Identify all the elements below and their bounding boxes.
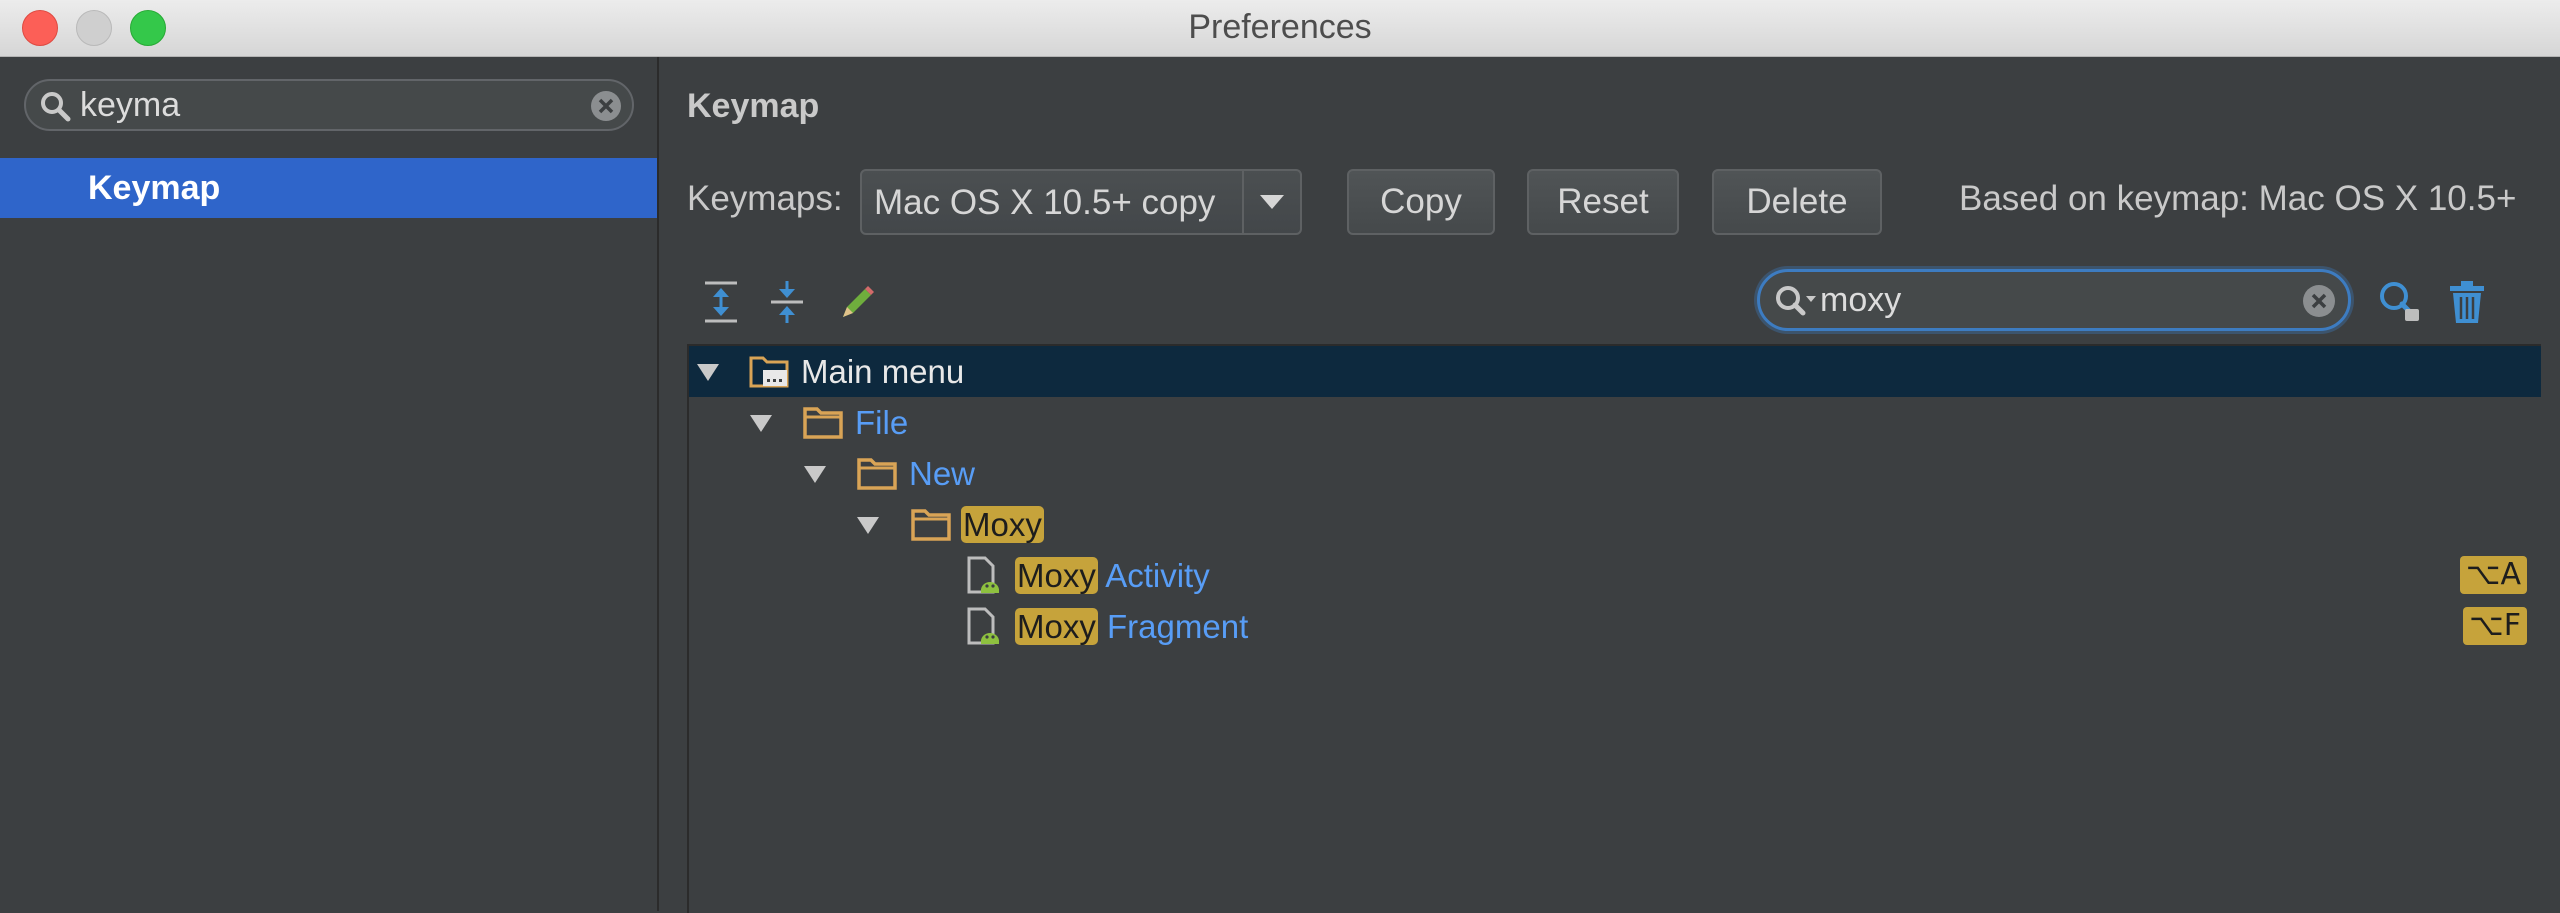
- trash-icon[interactable]: [2447, 279, 2487, 325]
- folder-icon: [857, 458, 897, 490]
- android-file-icon: [967, 556, 999, 594]
- tree-row-moxy-activity[interactable]: Moxy Activity ⌥A: [689, 550, 2541, 601]
- tree-row-label: New: [909, 455, 976, 492]
- tree-row-label: Main menu: [801, 353, 965, 390]
- tree-row-label: Moxy Fragment: [1015, 608, 1248, 646]
- sidebar: keyma Keymap: [0, 57, 659, 911]
- search-match-highlight: Moxy: [1015, 557, 1098, 594]
- window-title: Preferences: [1188, 8, 1372, 46]
- delete-button[interactable]: Delete: [1712, 169, 1882, 235]
- clear-filter-icon[interactable]: [2300, 282, 2338, 320]
- action-name: Activity: [1105, 557, 1210, 594]
- folder-icon: [911, 509, 951, 541]
- shortcut-filter-input[interactable]: moxy: [1820, 281, 1902, 319]
- search-match-highlight: Moxy: [961, 506, 1044, 543]
- pencil-icon[interactable]: [835, 279, 875, 325]
- keymap-panel: Keymap Keymaps: Mac OS X 10.5+ copy Copy…: [659, 57, 2560, 913]
- keymap-actions-tree[interactable]: Main menu File New M: [687, 344, 2541, 913]
- tree-row-new[interactable]: New: [689, 448, 2541, 499]
- shortcut-badge: ⌥A: [2459, 556, 2527, 594]
- tree-row-main-menu[interactable]: Main menu: [689, 346, 2541, 397]
- tree-row-moxy-fragment[interactable]: Moxy Fragment ⌥F: [689, 601, 2541, 652]
- sidebar-item-keymap[interactable]: Keymap: [0, 158, 657, 218]
- tree-row-label: Moxy Activity: [1015, 557, 1210, 595]
- shortcut-filter-field[interactable]: moxy: [1757, 269, 2351, 331]
- search-with-options-icon[interactable]: [1772, 282, 1820, 320]
- copy-button[interactable]: Copy: [1347, 169, 1495, 235]
- settings-search-field[interactable]: keyma: [24, 79, 634, 131]
- select-divider: [1242, 171, 1244, 233]
- chevron-down-icon[interactable]: [1260, 195, 1284, 209]
- expand-triangle-icon[interactable]: [697, 364, 719, 381]
- action-name: Fragment: [1107, 608, 1249, 645]
- maximize-window-button[interactable]: [130, 10, 166, 46]
- expand-triangle-icon[interactable]: [857, 517, 879, 534]
- shortcut-badge: ⌥F: [2463, 607, 2527, 645]
- tree-row-label: Moxy: [961, 506, 1044, 544]
- based-on-keymap-text: Based on keymap: Mac OS X 10.5+: [1959, 179, 2517, 218]
- tree-row-label: File: [855, 404, 909, 441]
- page-title: Keymap: [687, 87, 820, 125]
- reset-button[interactable]: Reset: [1527, 169, 1679, 235]
- title-bar: Preferences: [0, 0, 2560, 57]
- search-match-highlight: Moxy: [1015, 608, 1098, 645]
- android-file-icon: [967, 607, 999, 645]
- minimize-window-button[interactable]: [76, 10, 112, 46]
- expand-triangle-icon[interactable]: [750, 415, 772, 432]
- folder-icon: [803, 407, 843, 439]
- keymaps-label: Keymaps:: [687, 179, 843, 218]
- keymap-select[interactable]: Mac OS X 10.5+ copy: [860, 169, 1302, 235]
- tree-row-moxy[interactable]: Moxy: [689, 499, 2541, 550]
- clear-search-icon[interactable]: [588, 88, 624, 124]
- tree-row-file[interactable]: File: [689, 397, 2541, 448]
- settings-search-input[interactable]: keyma: [80, 86, 181, 124]
- expand-all-icon[interactable]: [701, 279, 741, 325]
- collapse-all-icon[interactable]: [767, 279, 807, 325]
- expand-triangle-icon[interactable]: [804, 466, 826, 483]
- search-icon: [41, 92, 71, 122]
- keymap-select-value: Mac OS X 10.5+ copy: [874, 183, 1216, 222]
- menu-folder-icon: [749, 356, 789, 388]
- sidebar-item-label: Keymap: [88, 169, 221, 207]
- close-window-button[interactable]: [22, 10, 58, 46]
- find-shortcut-icon[interactable]: [2377, 279, 2423, 325]
